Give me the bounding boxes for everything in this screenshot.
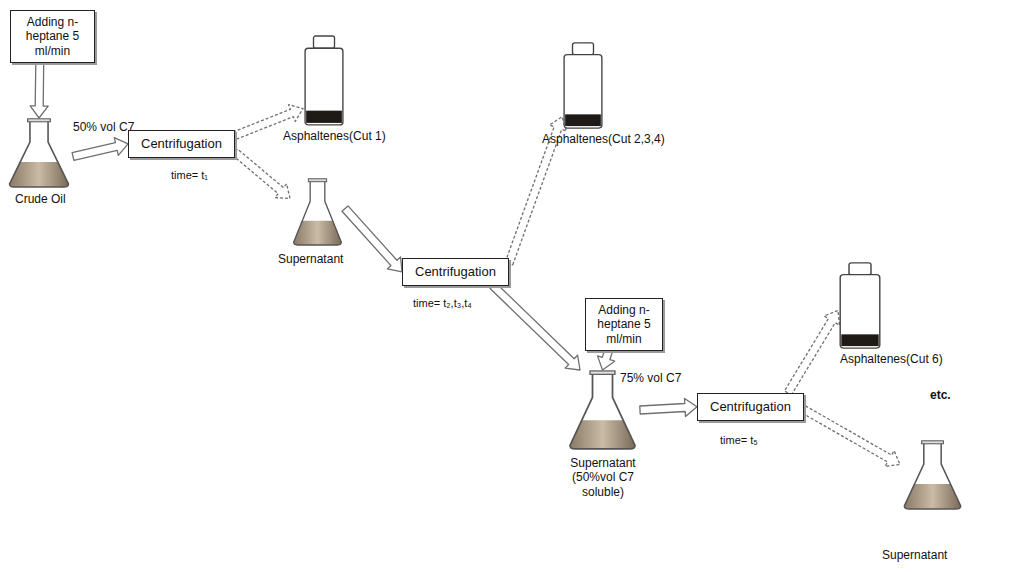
vessel-label: Crude Oil — [15, 192, 66, 206]
time-label: time= t₅ — [720, 434, 758, 447]
time-label: time= t₁ — [171, 169, 208, 182]
vessel-label: Supernatant — [882, 548, 947, 562]
asphaltene-vial: Asphaltenes(Cut 1) — [303, 35, 345, 127]
vessel-label: Asphaltenes(Cut 2,3,4) — [542, 132, 665, 146]
process-box: Adding n-heptane 5 ml/min — [10, 10, 95, 63]
process-box: Centrifugationtime= t₅ — [697, 393, 804, 421]
block-arrow — [785, 310, 840, 395]
box-text: Adding n-heptane 5 ml/min — [590, 303, 658, 346]
flask-outline — [900, 440, 965, 510]
process-box: Centrifugationtime= t₁ — [128, 130, 235, 158]
vessel-label: Supernatant (50%vol C7 soluble) — [557, 456, 649, 499]
box-text: Centrifugation — [141, 136, 222, 152]
flask: 50% vol C7Crude Oil — [5, 118, 73, 188]
time-label: time= t₂,t₃,t₄ — [413, 297, 472, 310]
asphaltene-vial: Asphaltenes(Cut 6) — [838, 262, 882, 350]
asphaltene-vial: Asphaltenes(Cut 2,3,4) — [562, 42, 604, 130]
block-arrow — [342, 206, 402, 272]
vial-outline — [838, 262, 882, 350]
note-label: etc. — [930, 388, 951, 402]
vessel-label: Asphaltenes(Cut 1) — [283, 129, 386, 143]
flask: Supernatant — [290, 178, 345, 246]
process-box: Centrifugationtime= t₂,t₃,t₄ — [402, 258, 509, 286]
flask: 75% vol C7Supernatant (50%vol C7 soluble… — [565, 370, 640, 450]
box-text: Adding n-heptane 5 ml/min — [15, 15, 90, 58]
block-arrow — [232, 149, 290, 198]
vial-outline — [562, 42, 604, 130]
block-arrow — [598, 350, 615, 370]
process-box: Adding n-heptane 5 ml/min — [585, 298, 663, 351]
box-text: Centrifugation — [710, 399, 791, 415]
vessel-label: 75% vol C7 — [620, 371, 681, 385]
block-arrow — [490, 283, 580, 370]
block-arrow — [72, 138, 128, 161]
block-arrow — [802, 406, 900, 466]
flask: Supernatant — [900, 440, 965, 510]
vessel-label: Supernatant — [278, 252, 343, 266]
block-arrow — [640, 399, 697, 417]
vessel-label: Asphaltenes(Cut 6) — [840, 352, 943, 366]
vial-outline — [303, 35, 345, 127]
flask-outline — [290, 178, 345, 246]
block-arrow — [30, 63, 48, 118]
box-text: Centrifugation — [415, 264, 496, 280]
vessel-label: 50% vol C7 — [73, 120, 134, 134]
flask-outline — [5, 118, 73, 188]
